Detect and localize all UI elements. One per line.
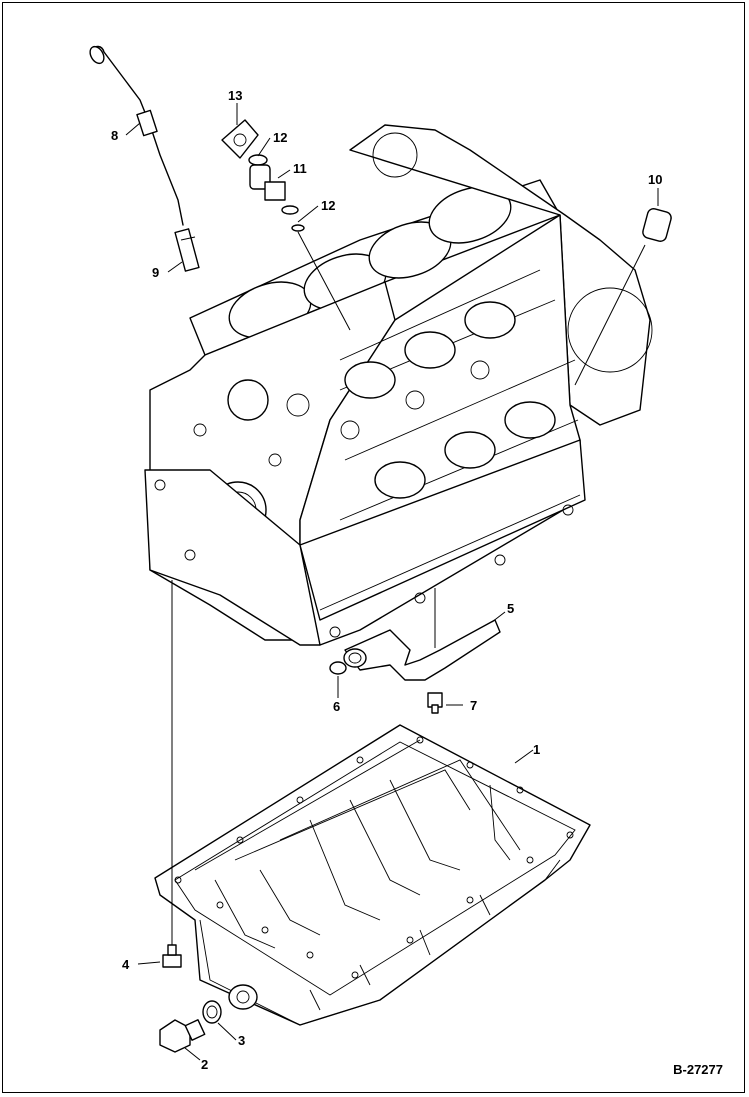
breather-plug: [574, 208, 672, 386]
callout-2: 2: [201, 1057, 208, 1072]
oil-dipstick: [89, 45, 184, 226]
callout-7: 7: [470, 698, 477, 713]
o-ring: [329, 661, 347, 675]
callout-4: 4: [122, 957, 130, 972]
callout-12-upper: 12: [273, 130, 287, 145]
dipstick-guide-tube: [174, 228, 200, 272]
callout-10: 10: [648, 172, 662, 187]
drain-gasket: [202, 1000, 222, 1024]
pan-bolt: [162, 580, 182, 968]
callout-6: 6: [333, 699, 340, 714]
callout-1: 1: [533, 742, 540, 757]
callout-5: 5: [507, 601, 514, 616]
callout-8: 8: [111, 128, 118, 143]
figure-reference: B-27277: [673, 1062, 723, 1077]
cylinder-block: [144, 124, 653, 646]
fitting-parts: [221, 119, 351, 331]
callout-12-lower: 12: [321, 198, 335, 213]
callout-11: 11: [293, 161, 307, 176]
callout-9: 9: [152, 265, 159, 280]
drain-plug: [159, 1019, 206, 1053]
oil-strainer-pipe: [343, 588, 501, 681]
callout-leader-lines: [125, 103, 659, 1061]
oil-pan: [154, 724, 591, 1026]
callout-3: 3: [238, 1033, 245, 1048]
strainer-bolt: [427, 692, 443, 714]
callout-13: 13: [228, 88, 242, 103]
callout-labels: 1 2 3 4 5 6 7 8 9 10 11 12 12 13: [111, 88, 662, 1072]
